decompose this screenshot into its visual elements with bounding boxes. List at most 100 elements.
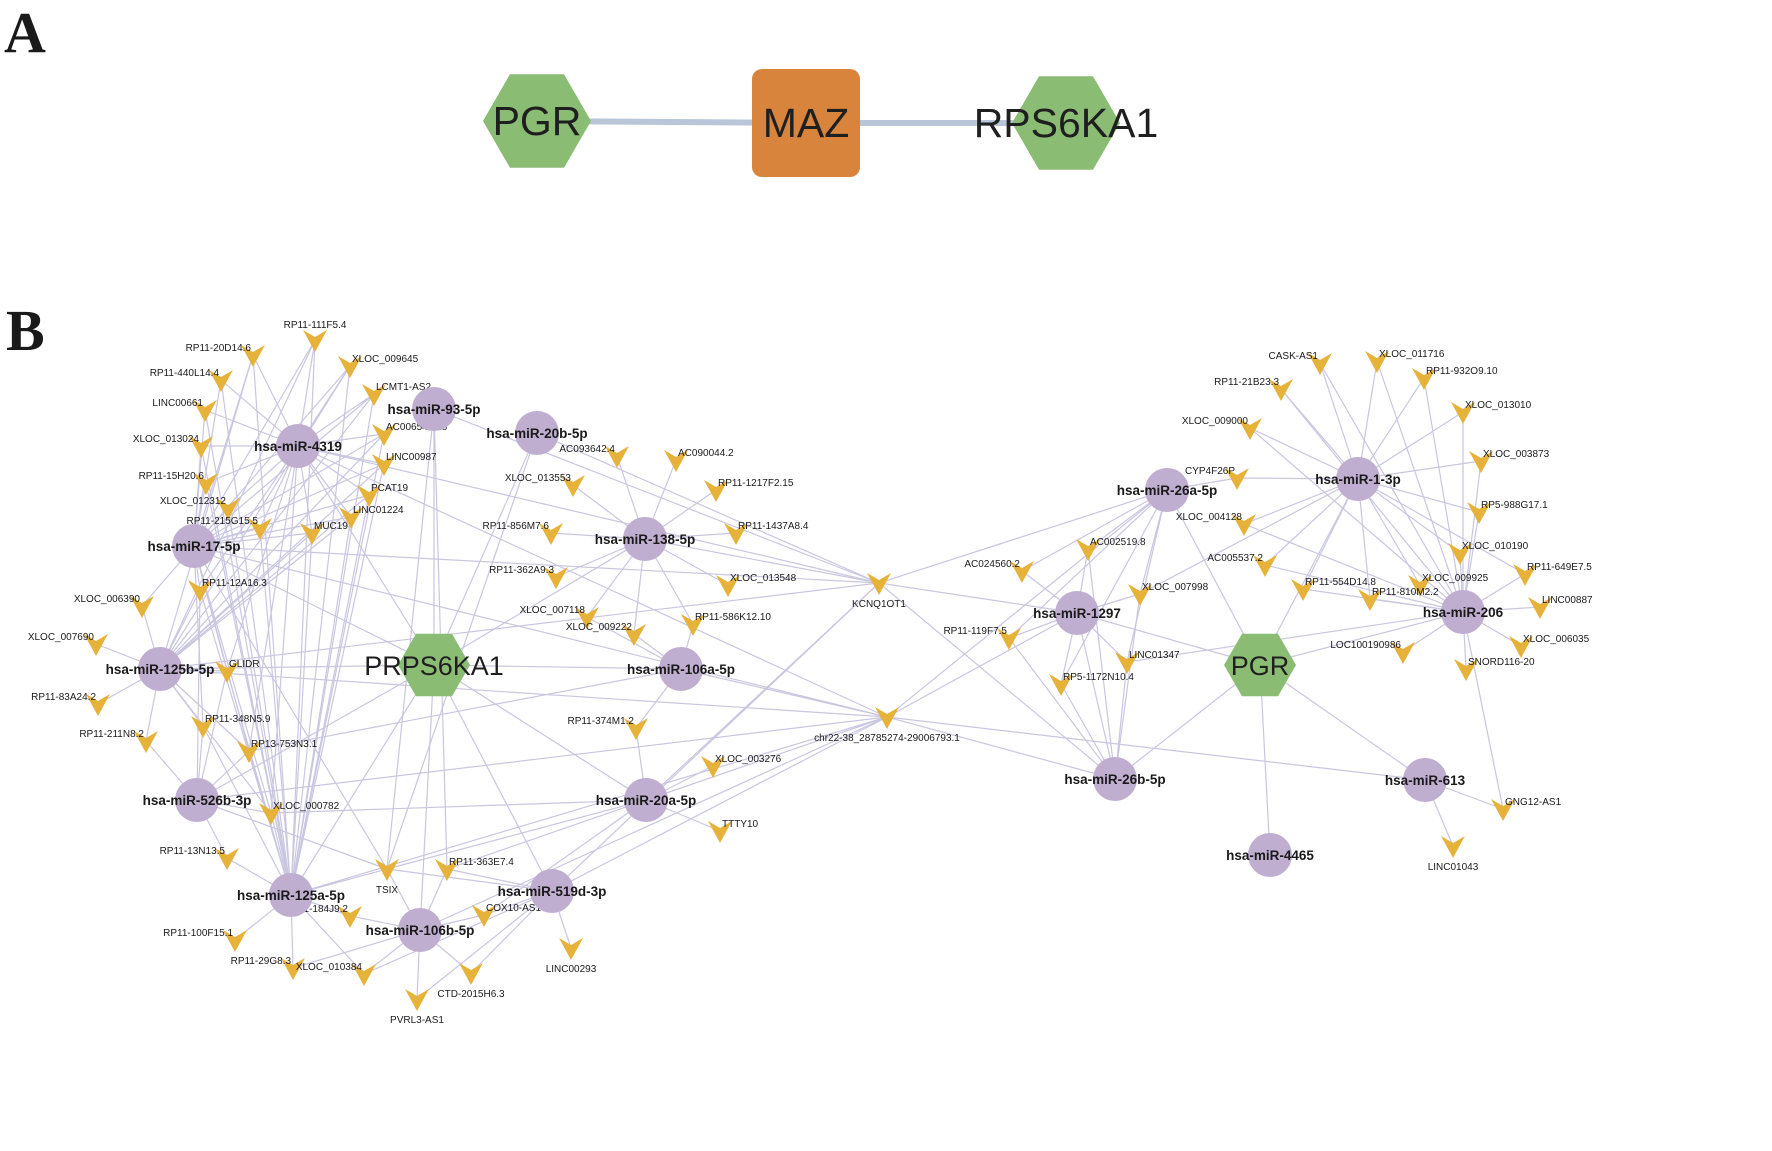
lncrna-node-ttty10 [708,821,732,843]
lncrna-node-rp11-21b23-3 [1269,379,1293,401]
edge-m26b-m1297 [1076,612,1116,780]
lncrna-node-linc01224 [339,507,363,529]
lncrna-node-xloc-013010 [1451,402,1475,424]
edge-m526b-l17 [196,589,201,801]
lncrna-node-rp11-856m7-6 [539,523,563,545]
lncrna-node-rp11-586k12-10 [681,614,705,636]
lncrna-node-rp11-362a9-3 [544,567,568,589]
lncrna-node-rp11-119f7-5 [997,628,1021,650]
lncrna-label: KCNQ1OT1 [852,599,906,610]
edge-m26a-l55 [1008,489,1168,639]
edge-PGR2-m206 [1259,611,1464,666]
lncrna-label: LOC100190986 [1330,640,1401,651]
lncrna-node-rp11-29g8-3 [281,958,305,980]
lncrna-label: RP11-20D14.6 [186,343,252,354]
mirna-node-hsa-mir-526b-3p [175,778,219,822]
mirna-label: hsa-miR-106a-5p [627,662,735,677]
edge-m125b-l50 [159,582,880,670]
edge-m206-l65 [1462,460,1482,613]
edge-m206-l60 [1376,360,1464,613]
edge-m4319-l50 [297,445,880,584]
lncrna-node-rp11-211n8-2 [134,731,158,753]
panel-a-node-maz [752,69,860,177]
lncrna-node-xloc-009000 [1238,418,1262,440]
lncrna-label: RP11-362A9.3 [489,565,554,576]
lncrna-node-xloc-013548 [716,575,740,597]
lncrna-label: XLOC_011716 [1379,349,1445,360]
lncrna-label: AC093642.4 [559,444,615,455]
edge-m1_3p-l70 [1357,478,1526,575]
edge-m26b-l50 [878,582,1116,780]
panel-a-label-rps6ka1: RPS6KA1 [974,100,1159,146]
mirna-label: hsa-miR-4319 [254,439,342,454]
edge-PRPS6KA1-m526b [196,664,435,801]
edge-m138-l50 [644,538,880,584]
panel-a-node-rps6ka1 [1012,76,1120,170]
edge-m20b-l26 [386,432,538,870]
lncrna-label: XLOC_009000 [1182,416,1249,427]
lncrna-node-rp1-184j9-2 [338,906,362,928]
edge-m17-l4 [193,379,222,547]
mirna-label: hsa-miR-526b-3p [143,793,252,808]
lncrna-label: XLOC_009925 [1422,573,1489,584]
edge-m26a-l57 [1060,489,1168,685]
edge-m125a-l3 [290,365,351,896]
edge-m4319-l17 [199,445,299,591]
lncrna-label: LINC00293 [546,964,597,975]
lncrna-node-xloc-012312 [216,498,240,520]
lncrna-label: RP11-440L14.4 [150,368,220,379]
lncrna-node-tsix [375,859,399,881]
edge-m206-l69 [1264,564,1464,613]
lncrna-label: AC005537.2 [1207,553,1263,564]
lncrna-label: XLOC_013024 [133,434,200,445]
lncrna-node-linc00293 [559,938,583,960]
lncrna-node-rp11-100f15-1 [223,930,247,952]
mirna-node-hsa-mir-26b-5p [1093,757,1137,801]
mirna-node-hsa-mir-26a-5p [1145,468,1189,512]
mirna-node-hsa-mir-4319 [276,424,320,468]
lncrna-node-linc00887 [1528,597,1552,619]
edge-m519d-l26 [386,868,553,892]
mirna-node-hsa-mir-93-5p [412,387,456,431]
edge-m206-l56 [1126,611,1464,663]
edge-m1297-l50 [878,582,1078,614]
lncrna-node-linc00987 [372,454,396,476]
edge-m20a-l24 [270,799,647,814]
mrna-label: PRPS6KA1 [364,651,504,681]
panel-a-node-pgr [483,74,591,168]
edge-m26b-l51 [886,716,1116,780]
lncrna-node-xloc-007998 [1128,584,1152,606]
edge-m4319-l24 [270,445,299,814]
edge-m526b-l26 [196,799,388,870]
edge-m93-l50 [433,408,880,584]
lncrna-node-lcmt1-as2 [362,384,386,406]
lncrna-label: GLIDR [229,659,260,670]
lncrna-node-xloc-006390 [130,596,154,618]
edge-m519d-l33 [363,890,553,975]
edge-m26a-l50 [878,489,1168,584]
edge-m125b-l2 [159,354,254,670]
lncrna-label: CTD-2015H6.3 [437,989,505,1000]
panel-b-nodes: RP11-111F5.4RP11-20D14.6XLOC_009645RP11-… [28,320,1593,1026]
lncrna-label: XLOC_010384 [296,962,363,973]
edge-m206-l78 [1462,611,1504,810]
lncrna-label: GNG12-AS1 [1505,797,1562,808]
lncrna-label: RP11-211N8.2 [79,729,144,740]
edge-m125b-l5 [159,393,375,670]
edge-m4319-l51 [297,445,888,718]
mirna-label: hsa-miR-1-3p [1315,472,1401,487]
lncrna-node-xloc-004128 [1232,514,1256,536]
mirna-node-hsa-mir-613 [1403,758,1447,802]
lncrna-node-xloc-007690 [84,634,108,656]
lncrna-node-cyp4f26p [1225,468,1249,490]
mirna-node-hsa-mir-106a-5p [659,647,703,691]
mirna-label: hsa-miR-519d-3p [498,884,607,899]
lncrna-label: MUC19 [314,521,348,532]
edge-m26b-l52 [1087,548,1116,780]
lncrna-label: RP11-1437A8.4 [738,521,809,532]
edge-m17-l21 [193,545,204,727]
edge-PRPS6KA1-m138 [433,538,646,666]
mirna-node-hsa-mir-4465 [1248,833,1292,877]
edge-m1297-l51 [886,612,1078,718]
